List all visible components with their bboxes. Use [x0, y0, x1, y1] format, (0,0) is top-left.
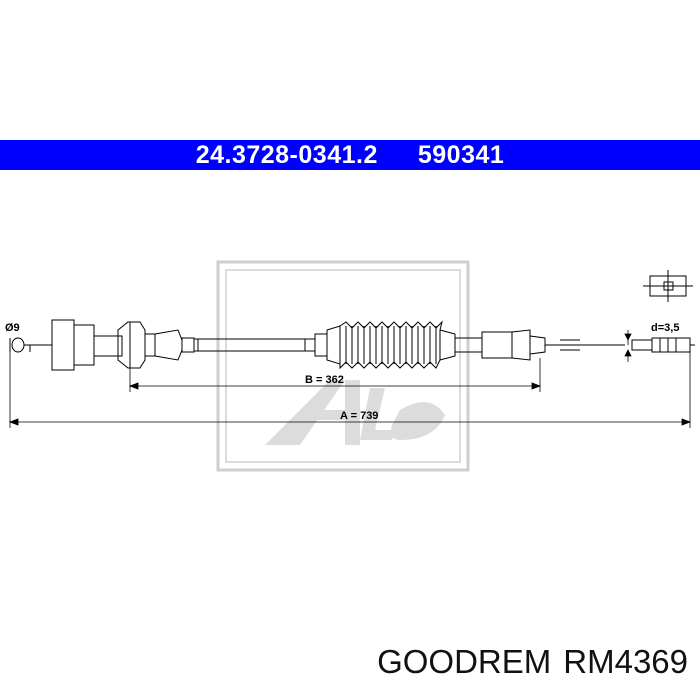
dimension-lines: [8, 330, 692, 428]
dimension-a-label: A = 739: [340, 410, 378, 422]
part-number: 24.3728-0341.2: [195, 140, 378, 169]
diameter-label: Ø9: [5, 322, 20, 334]
cable-assembly: [9, 319, 695, 371]
core-diameter-label: d=3,5: [651, 322, 679, 334]
ate-watermark-logo: [216, 260, 470, 472]
brand-name: GOODREM: [377, 643, 552, 680]
part-number-banner: 24.3728-0341.2 590341: [0, 140, 700, 170]
dimension-b-label: B = 362: [305, 374, 344, 386]
model-number: RM4369: [563, 643, 688, 680]
short-part-number: 590341: [417, 140, 505, 169]
connector-end-view: [643, 270, 693, 302]
product-label: GOODREM RM4369: [377, 643, 688, 681]
